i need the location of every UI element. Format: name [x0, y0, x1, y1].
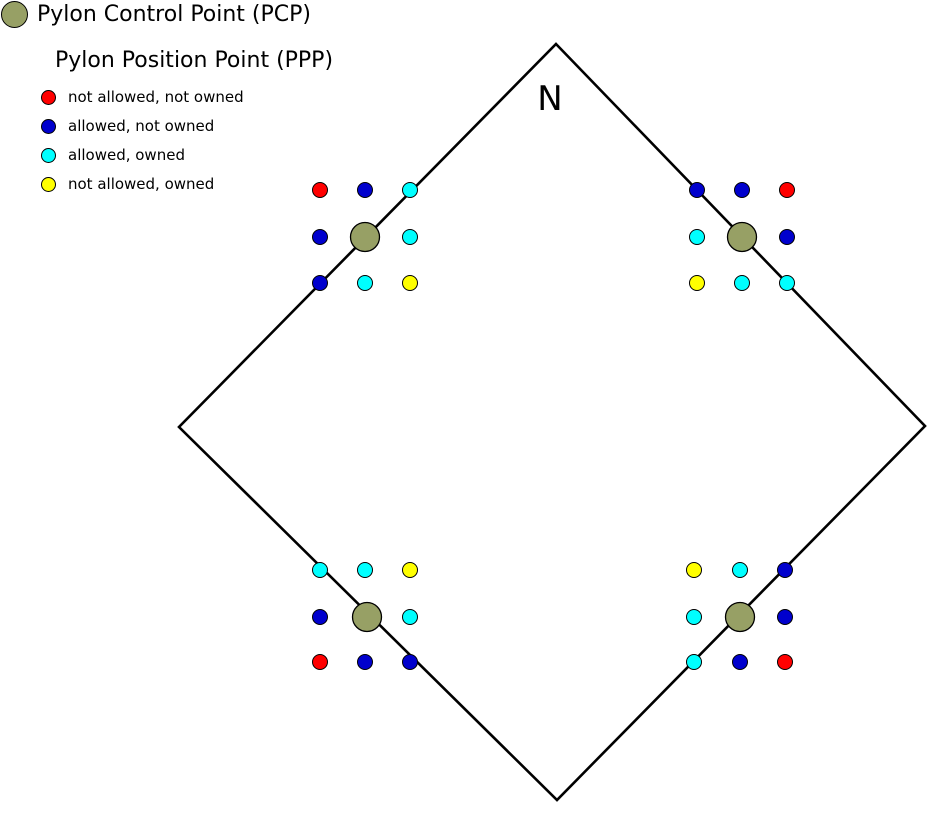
ppp-dot-blue-southeast — [777, 609, 793, 625]
pcp-dot-northwest — [349, 221, 381, 253]
legend-item-cyan: allowed, owned — [41, 146, 244, 164]
ppp-dot-blue-northeast — [779, 229, 795, 245]
legend-item-label: allowed, not owned — [68, 117, 215, 135]
pcp-dot-southeast — [724, 601, 756, 633]
legend-pcp-row: Pylon Control Point (PCP) — [1, 1, 311, 28]
ppp-dot-blue-northwest — [357, 182, 373, 198]
blue-dot-icon — [41, 118, 56, 134]
ppp-dot-cyan-northwest — [357, 275, 373, 291]
ppp-dot-yellow-southeast — [686, 562, 702, 578]
ppp-dot-yellow-northwest — [402, 275, 418, 291]
ppp-dot-yellow-northeast — [689, 275, 705, 291]
ppp-dot-blue-northeast — [689, 182, 705, 198]
ppp-dot-red-southeast — [777, 654, 793, 670]
ppp-dot-cyan-northeast — [779, 275, 795, 291]
ppp-dot-blue-northwest — [312, 275, 328, 291]
yellow-dot-icon — [41, 176, 56, 192]
ppp-dot-blue-southeast — [732, 654, 748, 670]
ppp-dot-blue-southwest — [402, 654, 418, 670]
ppp-dot-cyan-southeast — [732, 562, 748, 578]
pcp-swatch-icon — [1, 1, 28, 28]
ppp-dot-red-southwest — [312, 654, 328, 670]
ppp-dot-cyan-northeast — [689, 229, 705, 245]
legend-items: not allowed, not owned allowed, not owned… — [41, 88, 244, 193]
legend-item-red: not allowed, not owned — [41, 88, 244, 106]
ppp-dot-cyan-northeast — [734, 275, 750, 291]
red-dot-icon — [41, 89, 56, 105]
legend-item-yellow: not allowed, owned — [41, 175, 244, 193]
ppp-dot-blue-northwest — [312, 229, 328, 245]
north-label: N — [537, 79, 562, 119]
legend-item-label: allowed, owned — [68, 146, 185, 164]
ppp-dot-red-northeast — [779, 182, 795, 198]
pcp-dot-southwest — [351, 601, 383, 633]
ppp-dot-cyan-southeast — [686, 654, 702, 670]
pcp-legend-label: Pylon Control Point (PCP) — [37, 2, 311, 27]
ppp-dot-red-northwest — [312, 182, 328, 198]
legend-item-blue: allowed, not owned — [41, 117, 244, 135]
course-diamond-outline — [177, 42, 927, 802]
ppp-dot-blue-southeast — [777, 562, 793, 578]
pcp-dot-northeast — [726, 221, 758, 253]
ppp-dot-blue-southwest — [312, 609, 328, 625]
ppp-dot-blue-northeast — [734, 182, 750, 198]
legend-item-label: not allowed, not owned — [68, 88, 244, 106]
ppp-dot-cyan-southwest — [357, 562, 373, 578]
ppp-dot-yellow-southwest — [402, 562, 418, 578]
ppp-dot-cyan-southwest — [402, 609, 418, 625]
ppp-legend-title: Pylon Position Point (PPP) — [55, 48, 334, 73]
ppp-dot-cyan-northwest — [402, 229, 418, 245]
ppp-dot-blue-southwest — [357, 654, 373, 670]
cyan-dot-icon — [41, 147, 56, 163]
legend-item-label: not allowed, owned — [68, 175, 215, 193]
ppp-dot-cyan-southwest — [312, 562, 328, 578]
ppp-dot-cyan-northwest — [402, 182, 418, 198]
ppp-dot-cyan-southeast — [686, 609, 702, 625]
